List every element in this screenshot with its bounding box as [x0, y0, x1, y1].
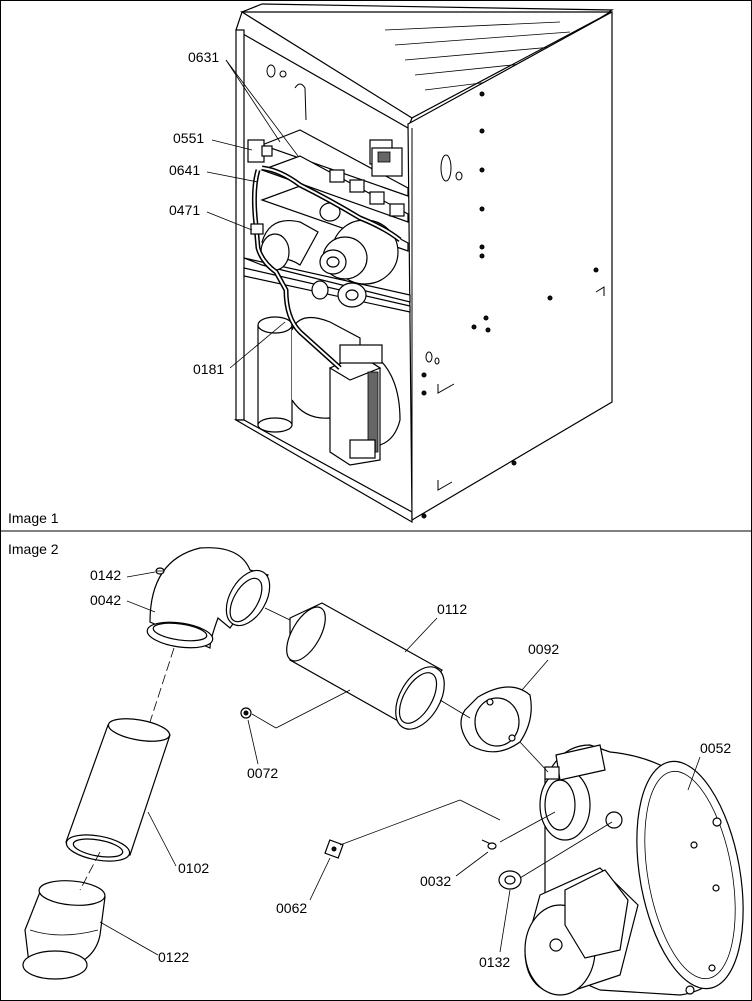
callout-label: 0551: [173, 130, 204, 146]
leader-line: [206, 171, 259, 183]
callout-label: 0471: [169, 202, 200, 218]
gasket-0092: [460, 686, 532, 753]
leader-line: [211, 139, 253, 151]
assembly-lines: [79, 607, 613, 891]
callout-label: 0032: [420, 873, 451, 889]
callout-label: 0112: [437, 601, 467, 617]
callout-label: 0132: [479, 954, 510, 970]
panel-1-title: Image 1: [8, 510, 59, 526]
leader-line: [247, 719, 259, 765]
inducer-blower-0052: [524, 744, 744, 996]
callout-label: 0062: [276, 900, 307, 916]
plug-0072: [240, 707, 252, 719]
elbow-0042: [146, 547, 271, 649]
leader-line: [229, 321, 286, 369]
callouts-panel-1: 0631 0551 0641 0471 0181: [169, 49, 299, 377]
callout-label: 0631: [188, 49, 219, 65]
callout-label: 0122: [158, 949, 189, 965]
leader-line: [225, 59, 281, 143]
leader-line: [99, 921, 159, 956]
callout-label: 0102: [178, 860, 209, 876]
leader-line: [404, 617, 438, 653]
callout-label: 0641: [169, 162, 200, 178]
callout-label: 0042: [90, 592, 121, 608]
leader-line: [687, 756, 701, 791]
pipe-0112: [286, 602, 445, 730]
leader-line: [455, 851, 489, 877]
leader-line: [521, 659, 549, 691]
leader-line: [206, 211, 253, 231]
panel-2-title: Image 2: [8, 541, 59, 557]
panel-1: Image 1: [8, 3, 614, 526]
grommet-0132: [498, 870, 522, 890]
screw-0032: [481, 839, 497, 850]
callout-label: 0181: [193, 361, 224, 377]
callout-label: 0072: [247, 765, 278, 781]
leader-line: [499, 889, 511, 953]
callout-label: 0142: [90, 567, 121, 583]
coupling-0122: [22, 880, 106, 980]
clip-0062: [324, 839, 344, 859]
leader-line: [147, 811, 177, 867]
leader-line: [225, 59, 299, 157]
panel-2: Image 2: [8, 541, 744, 996]
leader-line: [126, 571, 156, 578]
callout-label: 0052: [700, 740, 731, 756]
callout-label: 0092: [528, 641, 559, 657]
furnace-cabinet: [233, 3, 614, 524]
screw-0142: [155, 567, 165, 575]
leader-line: [309, 857, 331, 901]
leader-line: [126, 600, 156, 613]
callouts-panel-2: 0142 0042 0112 0092 0072 0052 0102 0032 …: [90, 567, 731, 970]
pipe-0102: [65, 718, 171, 862]
